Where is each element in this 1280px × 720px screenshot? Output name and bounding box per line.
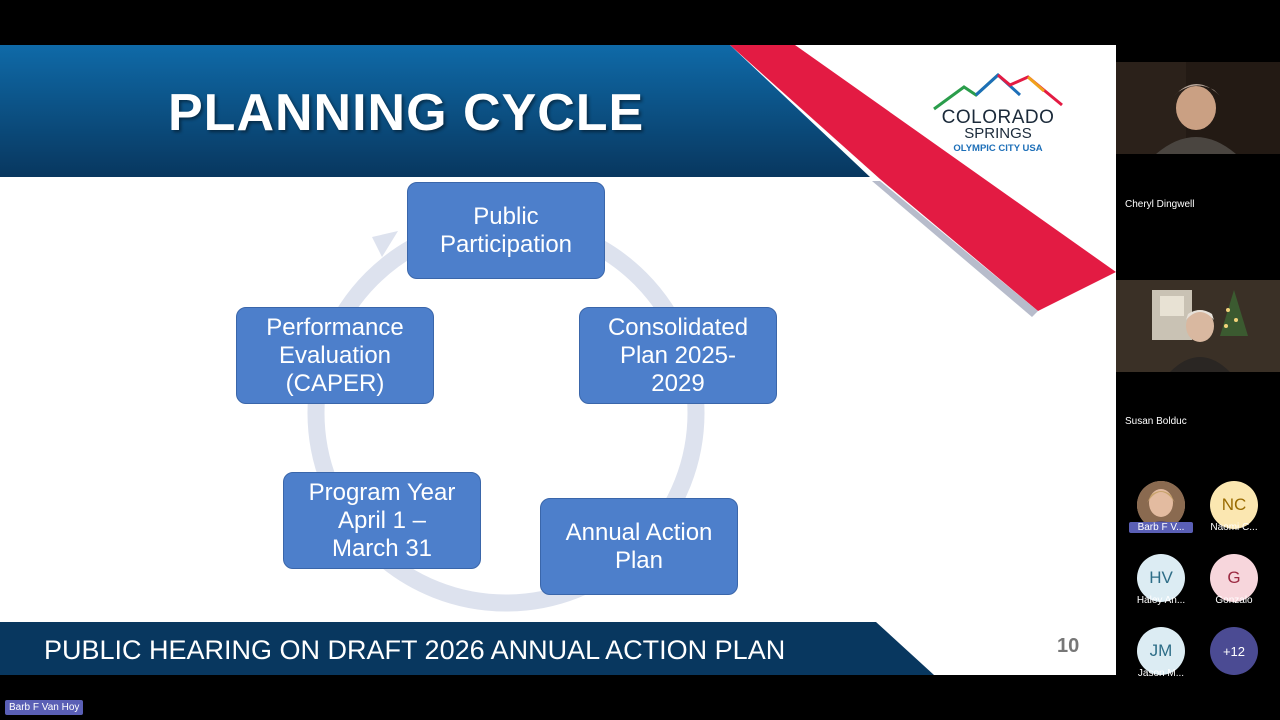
active-speaker-label: Barb F Van Hoy [5,700,84,715]
participant-video-cheryl[interactable] [1116,62,1280,154]
footer-band [0,622,934,675]
cycle-step-public-participation: Public Participation [407,182,605,279]
cycle-step-performance-evaluation: Performance Evaluation (CAPER) [236,307,434,404]
cycle-step-annual-action-plan: Annual Action Plan [540,498,738,595]
cycle-step-program-year: Program Year April 1 – March 31 [283,472,481,569]
participant-name: Susan Bolduc [1125,416,1187,427]
participant-name: Jason M... [1137,668,1185,679]
logo-line-1: COLORADO [941,107,1055,128]
participant-name: Haley An... [1136,595,1186,606]
participant-name: Naomi C... [1210,522,1258,533]
mountain-logo-icon [933,73,1063,111]
video-feed-image [1116,62,1280,154]
more-participants-button[interactable]: +12 [1210,627,1258,675]
participant-avatar[interactable]: HV [1137,554,1185,602]
participant-name: Gonzalo [1215,595,1253,606]
logo-tagline: OLYMPIC CITY USA [953,143,1043,154]
participant-avatar[interactable]: NC [1210,481,1258,529]
cycle-arrow-icon [372,231,398,257]
participant-video-susan[interactable] [1116,280,1280,372]
colorado-springs-logo: COLORADO SPRINGS OLYMPIC CITY USA [928,73,1068,183]
logo-line-2: SPRINGS [964,125,1032,142]
slide-number: 10 [1057,635,1080,657]
slide-header-band [0,45,1116,317]
slide-title: PLANNING CYCLE [168,84,645,142]
presentation-slide: PLANNING CYCLE COLORADO SPRINGS OLYMPIC … [0,45,1116,675]
participant-avatar[interactable]: G [1210,554,1258,602]
red-accent-stripe [730,45,1116,311]
participant-avatar[interactable]: JM [1137,627,1185,675]
participant-name: Cheryl Dingwell [1125,199,1195,210]
cycle-step-consolidated-plan: Consolidated Plan 2025- 2029 [579,307,777,404]
participant-name: Barb F V... [1129,522,1193,533]
video-feed-image [1116,280,1280,372]
footer-title: PUBLIC HEARING ON DRAFT 2026 ANNUAL ACTI… [44,635,786,665]
